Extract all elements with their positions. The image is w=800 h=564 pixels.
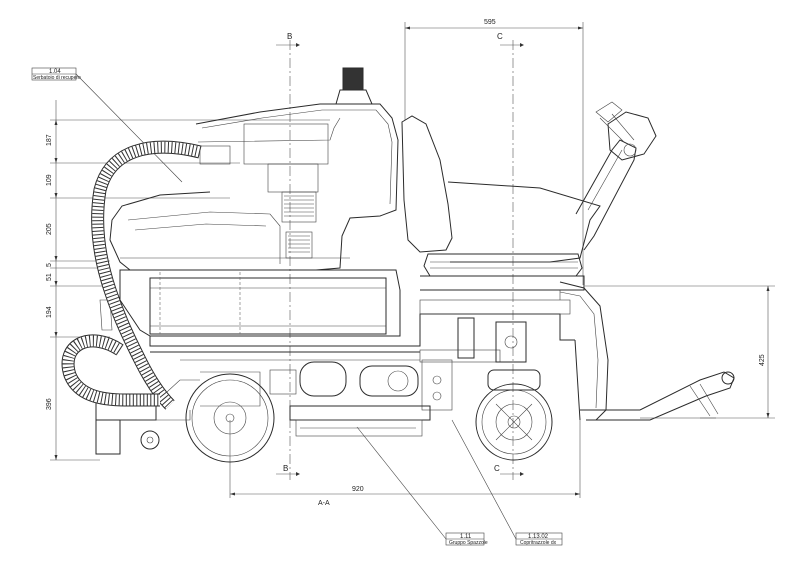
callout-brush-cover-number: 1.13.02: [528, 534, 549, 540]
view-label: A-A: [318, 500, 330, 507]
suction-hoses: [61, 140, 202, 410]
dimension-left-7: 396: [46, 398, 53, 410]
dimension-left-chain: 187 109 205 5 51 194 396: [46, 100, 330, 461]
dimension-left-4: 5: [46, 263, 53, 267]
dimension-left-5: 51: [46, 273, 53, 281]
machine-body: [95, 67, 735, 463]
callout-recovery-tank: 1.04 Serbatoio di recupero: [31, 67, 183, 183]
callout-brush-cover-text: Copritrazzole dx: [520, 540, 557, 546]
dimension-right-label: 425: [759, 354, 766, 366]
section-b-bottom: B: [283, 464, 288, 473]
dimension-left-2: 109: [46, 174, 53, 186]
section-markers: B B C C: [276, 32, 524, 476]
dimension-left-1: 187: [46, 134, 53, 146]
center-lines: [289, 40, 514, 480]
callout-brush-group: 1.11 Gruppo Spazzole: [356, 426, 488, 546]
dimension-left-6: 194: [46, 306, 53, 318]
section-c-bottom: C: [494, 464, 500, 473]
dimension-right: 425: [585, 285, 775, 419]
callout-brush-cover: 1.13.02 Copritrazzole dx: [451, 419, 563, 546]
section-c-top: C: [497, 32, 503, 41]
callout-recovery-tank-text: Serbatoio di recupero: [33, 75, 81, 81]
callout-brush-group-text: Gruppo Spazzole: [449, 540, 488, 546]
dimension-bottom-label: 920: [352, 486, 364, 493]
dimension-top: 595: [404, 19, 584, 285]
callout-recovery-tank-number: 1.04: [49, 69, 61, 75]
dimension-top-label: 595: [484, 19, 496, 26]
dimension-bottom: 920 A-A: [229, 420, 581, 507]
section-b-top: B: [287, 32, 292, 41]
dimension-left-3: 205: [46, 223, 53, 235]
callout-brush-group-number: 1.11: [460, 534, 472, 540]
